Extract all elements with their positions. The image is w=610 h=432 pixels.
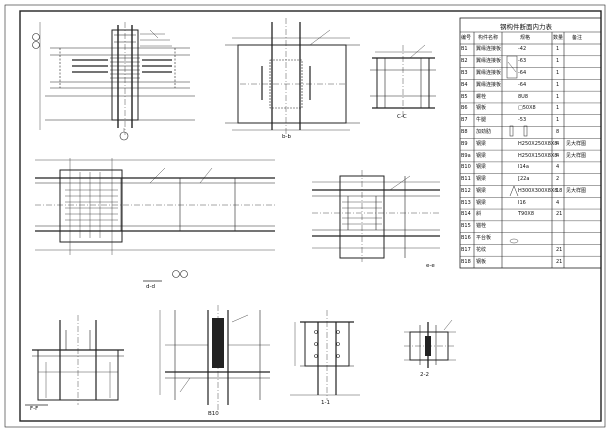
table-cell-name: 钢梁 [476,152,487,159]
table-cell-name: 翼缘连接板 [476,81,502,88]
table-cell-qty: 1 [556,105,560,112]
table-cell-name: 螺栓 [476,93,487,100]
section-label-f-f: F-F [30,406,39,412]
table-cell-note: 见大样图 [566,152,587,159]
table-cell-no: B1 [461,46,468,53]
view-section-1-1 [290,310,360,400]
table-cell-qty: 21 [556,258,563,265]
table-cell-no: B7 [461,117,468,124]
table-cell-qty: 1 [556,46,560,53]
table-cell-no: B9a [461,152,471,159]
table-cell-qty: 18 [556,187,563,194]
table-cell-spec: □50X8 [518,105,536,112]
view-section-b-b [225,18,360,135]
table-cell-name: 翼缘连接板 [476,58,502,65]
outer-frame [4,4,606,428]
table-cell-spec: H250X150X8X8 [518,152,558,159]
table-cell-qty: 4 [556,199,560,206]
table-cell-qty: 4 [556,140,560,147]
view-column-base-elevation [32,22,195,141]
table-cell-note: 见大样图 [566,140,587,147]
table-cell-no: B12 [461,187,471,194]
view-section-b10 [159,305,270,410]
view-section-e-e [312,170,440,262]
section-label-2-2: 2-2 [420,372,429,378]
table-cell-no: B17 [461,246,471,253]
table-cell-qty: 1 [556,117,560,124]
table-cell-spec: -63 [518,58,527,65]
table-cell-spec: I14a [518,164,529,171]
table-cell-name: 钢梁 [476,140,487,147]
table-cell-name: 斜 [476,211,482,218]
section-label-b-b: b-b [282,134,291,140]
table-cell-qty: 21 [556,246,563,253]
table-cell-no: B3 [461,69,468,76]
table-cell-name: 钢梁 [476,164,487,171]
table-cell-qty: 1 [556,58,560,65]
table-cell-name: 钢梁 [476,176,487,183]
table-cell-no: B15 [461,223,471,230]
table-cell-no: B10 [461,164,471,171]
view-section-f-f [25,315,124,406]
table-header-note: 备注 [572,35,583,41]
table-header-spec: 规格 [520,35,531,41]
table-cell-note: 见大样图 [566,187,587,194]
table-header-no: 编号 [461,35,472,41]
table-cell-name: 钢梁 [476,199,487,206]
table-cell-no: B13 [461,199,471,206]
table-cell-name: 牛腿 [476,117,487,124]
view-section-c-c [370,44,436,118]
table-cell-qty: 1 [556,81,560,88]
table-cell-qty: 1 [556,69,560,76]
table-header-name: 构件名称 [478,35,499,41]
table-cell-qty: 8 [556,128,560,135]
table-cell-name: 翼缘连接板 [476,69,502,76]
table-cell-name: 翼缘连接板 [476,46,502,53]
table-cell-no: B6 [461,105,468,112]
table-cell-name: 加劲肋 [476,128,492,135]
table-cell-no: B11 [461,176,471,183]
table-cell-no: B16 [461,235,471,242]
section-label-b10: B10 [208,411,219,417]
table-cell-no: B8 [461,128,468,135]
table-cell-spec: T90X8 [518,211,535,218]
table-cell-spec: H250X250X8X8 [518,140,558,147]
table-cell-name: 锚栓 [476,223,487,230]
table-cell-name: 钢梁 [476,187,487,194]
table-cell-spec: [22a [518,176,530,183]
section-label-d-d: d-d [146,284,155,290]
table-header-qty: 数量 [553,35,564,41]
table-cell-no: B18 [461,258,471,265]
section-label-c-c: C-C [397,114,407,120]
table-cell-qty: 4 [556,152,560,159]
table-cell-no: B2 [461,58,468,65]
table-cell-qty: 2 [556,176,560,183]
table-cell-spec: -53 [518,117,527,124]
table-cell-spec: -42 [518,46,527,53]
view-section-2-2 [404,319,456,368]
table-cell-name: 花纹 [476,246,487,253]
view-section-d-d [35,158,275,282]
table-cell-spec: -64 [518,69,527,76]
table-cell-spec: -64 [518,81,527,88]
table-cell-name: 钢板 [476,258,487,265]
parts-table-frame [459,17,602,269]
table-cell-qty: 4 [556,164,560,171]
table-cell-qty: 1 [556,93,560,100]
table-cell-spec: I16 [518,199,526,206]
table-cell-no: B9 [461,140,468,147]
table-cell-no: B5 [461,93,468,100]
table-cell-name: 平台板 [476,235,492,242]
table-cell-name: 钢板 [476,105,487,112]
table-cell-spec: 8U8 [518,93,529,100]
table-cell-qty: 21 [556,211,563,218]
table-cell-spec: H300X300X8X8 [518,187,558,194]
section-label-e-e: e-e [426,263,435,269]
table-title: 钢构件断面内力表 [500,23,552,31]
table-cell-no: B4 [461,81,468,88]
table-cell-no: B14 [461,211,471,218]
section-label-1-1: 1-1 [321,400,330,406]
